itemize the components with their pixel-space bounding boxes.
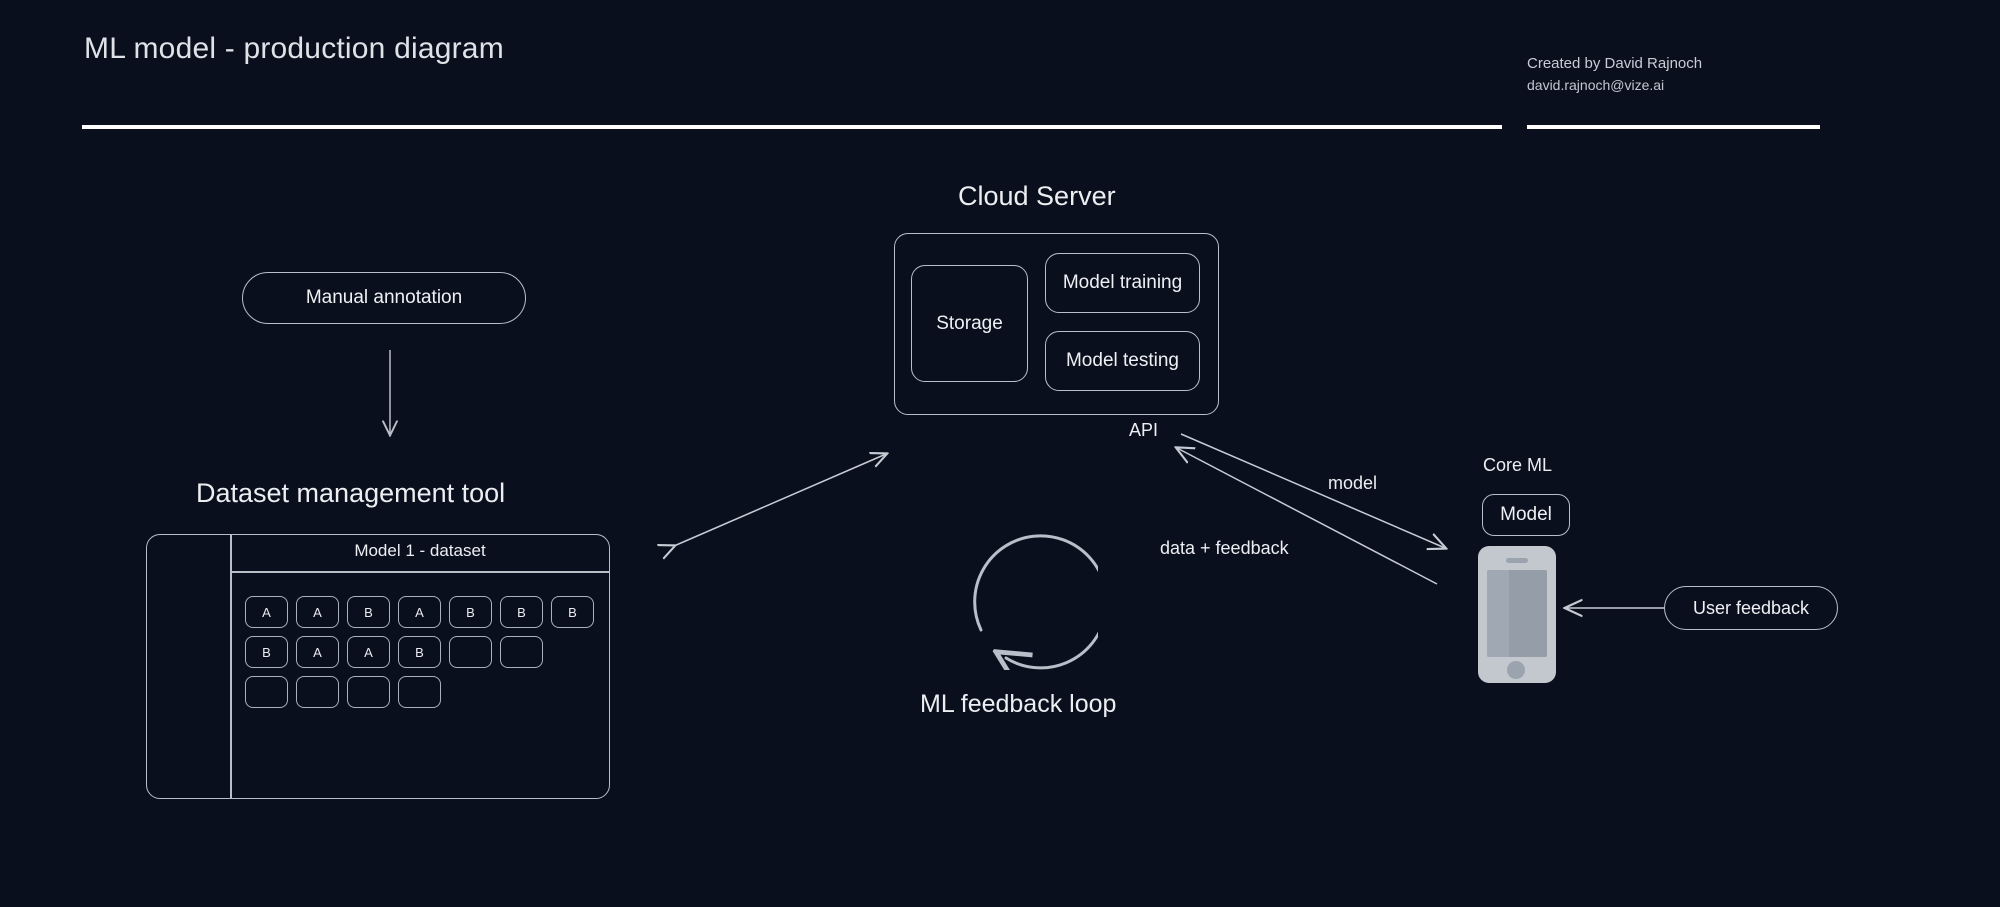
header-divider-credit bbox=[1527, 125, 1820, 129]
node-model-training[interactable]: Model training bbox=[1045, 253, 1200, 313]
arrow-model-to-device bbox=[1180, 433, 1495, 632]
ml-feedback-loop-label: ML feedback loop bbox=[920, 690, 1117, 718]
credit-email: david.rajnoch@vize.ai bbox=[1527, 77, 1665, 94]
node-user-feedback[interactable]: User feedback bbox=[1664, 586, 1838, 630]
dataset-tile[interactable]: B bbox=[398, 636, 441, 668]
dataset-tile[interactable] bbox=[296, 676, 339, 708]
dataset-tile[interactable]: B bbox=[245, 636, 288, 668]
dataset-tool-panel[interactable] bbox=[146, 534, 610, 799]
header-divider-main bbox=[82, 125, 1502, 129]
node-model[interactable]: Model bbox=[1482, 494, 1570, 536]
dataset-tile[interactable]: A bbox=[296, 636, 339, 668]
dataset-tile[interactable]: B bbox=[551, 596, 594, 628]
dataset-tile[interactable]: B bbox=[449, 596, 492, 628]
dataset-tile[interactable]: A bbox=[245, 596, 288, 628]
phone-screen bbox=[1487, 570, 1547, 657]
dataset-header-rule bbox=[230, 571, 610, 573]
dataset-tile[interactable] bbox=[449, 636, 492, 668]
core-ml-label: Core ML bbox=[1483, 455, 1553, 475]
edge-label-data-feedback: data + feedback bbox=[1160, 538, 1289, 558]
node-model-testing[interactable]: Model testing bbox=[1045, 331, 1200, 391]
dataset-panel-divider bbox=[230, 534, 232, 799]
phone-screen-split bbox=[1487, 570, 1509, 657]
author-credit: Created by David Rajnoch david.rajnoch@v… bbox=[1527, 52, 1702, 97]
credit-author: Created by David Rajnoch bbox=[1527, 55, 1703, 72]
arrow-annotation-to-dataset bbox=[380, 350, 400, 440]
arrow-dataset-cloud-bidirectional bbox=[660, 440, 900, 560]
arrow-data-feedback-to-api bbox=[1175, 432, 1438, 585]
cloud-server-container[interactable] bbox=[894, 233, 1219, 415]
phone-home-button-icon bbox=[1507, 661, 1525, 679]
dataset-tile[interactable] bbox=[347, 676, 390, 708]
cloud-server-title: Cloud Server bbox=[958, 181, 1116, 211]
phone-speaker-icon bbox=[1506, 558, 1528, 563]
node-storage[interactable]: Storage bbox=[911, 265, 1028, 382]
dataset-tile[interactable]: A bbox=[347, 636, 390, 668]
node-manual-annotation[interactable]: Manual annotation bbox=[242, 272, 526, 324]
page-title: ML model - production diagram bbox=[84, 32, 504, 65]
dataset-tile[interactable]: A bbox=[398, 596, 441, 628]
dataset-tile[interactable]: B bbox=[347, 596, 390, 628]
dataset-header-label: Model 1 - dataset bbox=[354, 541, 486, 560]
ml-feedback-loop-icon bbox=[973, 534, 1098, 670]
arrow-user-feedback-to-device bbox=[1560, 596, 1664, 620]
dataset-tile[interactable]: B bbox=[500, 596, 543, 628]
dataset-tile[interactable] bbox=[398, 676, 441, 708]
dataset-tile[interactable] bbox=[245, 676, 288, 708]
api-label: API bbox=[1129, 420, 1159, 440]
edge-label-model: model bbox=[1328, 473, 1378, 493]
dataset-tile[interactable]: A bbox=[296, 596, 339, 628]
dataset-tool-title: Dataset management tool bbox=[196, 478, 506, 508]
dataset-tile[interactable] bbox=[500, 636, 543, 668]
